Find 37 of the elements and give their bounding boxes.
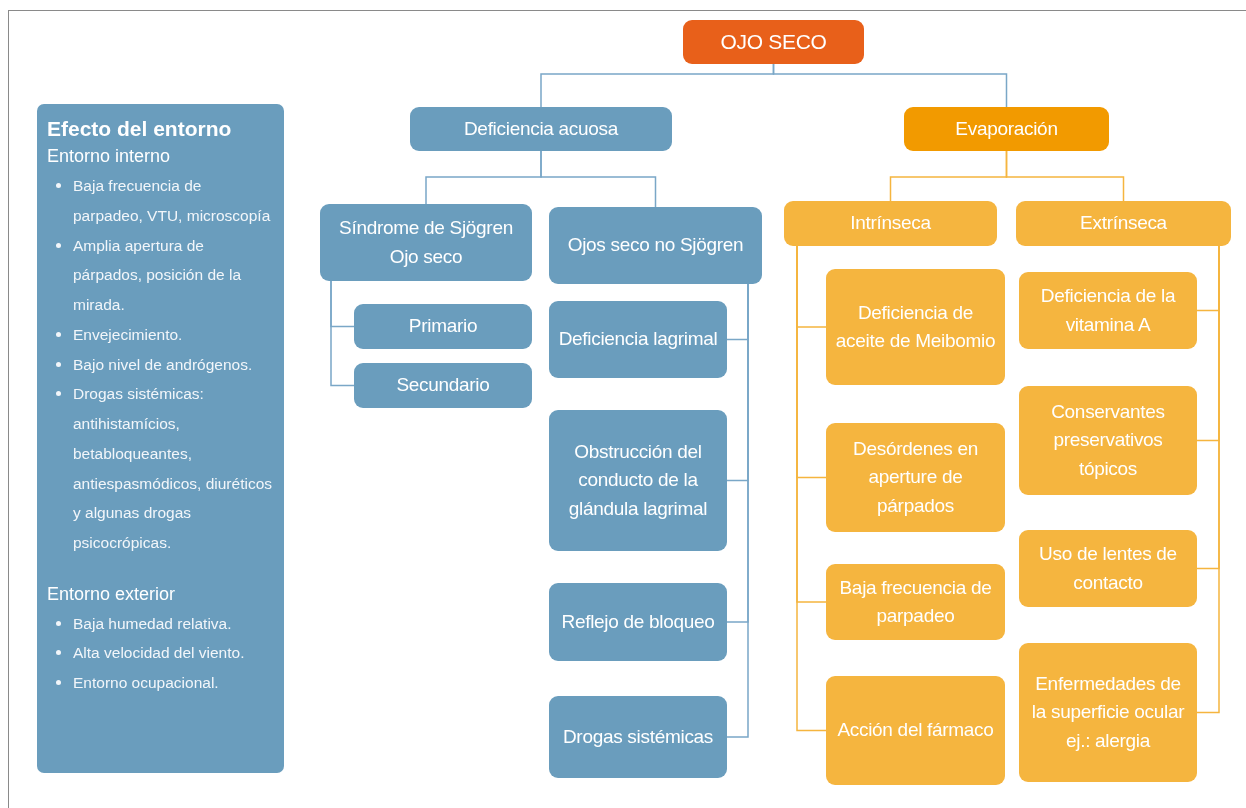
panel-subheading: Entorno interno [47, 145, 172, 169]
bullet-item: Baja humedad relativa. [73, 614, 232, 632]
category-box: Conservantes preservativos tópicos [1019, 386, 1197, 495]
category-box: Deficiencia acuosa [410, 107, 672, 151]
connector-line [772, 63, 1008, 108]
category-box: OJO SECO [683, 20, 864, 64]
bullet-item: Baja frecuencia de parpadeo, VTU, microscopía [73, 177, 271, 224]
category-box: Ojos seco no Sjögren [549, 207, 762, 284]
connector-line [540, 150, 657, 208]
category-box: Acción del fármaco [826, 676, 1005, 785]
category-box: Primario [354, 304, 532, 349]
category-box: Síndrome de Sjögren Ojo seco [320, 204, 532, 281]
category-box: Deficiencia lagrimal [549, 301, 727, 378]
category-box: Secundario [354, 363, 532, 408]
category-box: Baja frecuencia de parpadeo [826, 564, 1005, 640]
bullet-item: Alta velocidad del viento. [73, 644, 245, 662]
category-box: Extrínseca [1016, 201, 1231, 246]
info-panel [37, 104, 284, 773]
bullet-item: Entorno ocupacional. [73, 674, 219, 692]
category-box: Uso de lentes de contacto [1019, 530, 1197, 607]
panel-heading: Efecto del entorno [47, 116, 233, 142]
bullet-item: Envejecimiento. [73, 325, 183, 343]
bullet-item: Amplia apertura de párpados, posición de la mirada. [73, 236, 242, 314]
category-box: Deficiencia de aceite de Meibomio [826, 269, 1005, 385]
bullet-item: Drogas sistémicas: antihistamícios, betabloqueantes, antiespasmódicos, diuréticos y algunas drogas psicocrópicas. [73, 385, 273, 552]
category-box: Enfermedades de la superficie ocular ej.: alergia [1019, 643, 1197, 782]
category-box: Obstrucción del conducto de la glándula lagrimal [549, 410, 727, 551]
category-box: Desórdenes en aperture de párpados [826, 423, 1005, 532]
bullet-item: Bajo nivel de andrógenos. [73, 355, 253, 373]
category-box: Intrínseca [784, 201, 997, 246]
category-box: Evaporación [904, 107, 1109, 151]
category-box: Deficiencia de la vitamina A [1019, 272, 1197, 349]
connector-line [1005, 150, 1125, 202]
panel-subheading: Entorno exterior [47, 582, 177, 606]
category-box: Reflejo de bloqueo [549, 583, 727, 661]
connector-line [330, 280, 355, 387]
category-box: Drogas sistémicas [549, 696, 727, 778]
